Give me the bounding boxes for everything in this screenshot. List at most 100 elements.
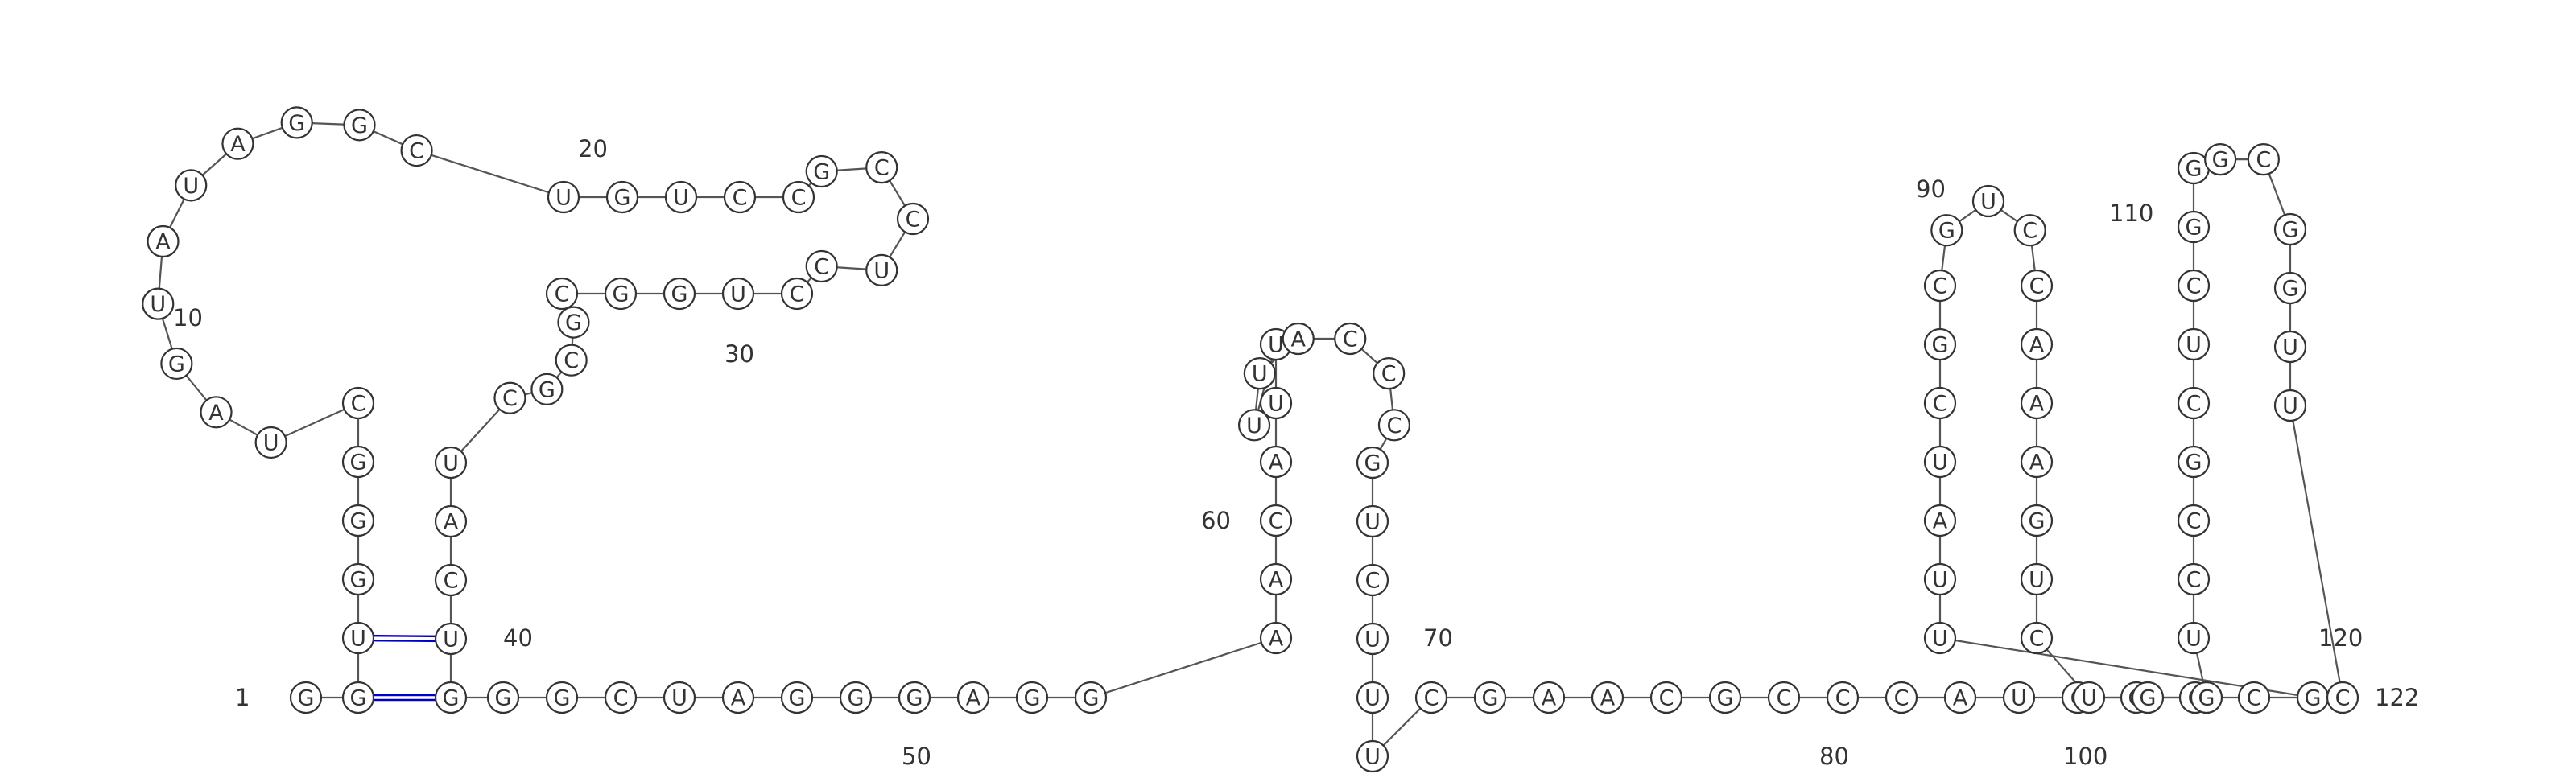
nucleotide-letter: U bbox=[1268, 333, 1284, 358]
nucleotide-letter: A bbox=[2029, 392, 2045, 417]
nucleotide-circle bbox=[2177, 269, 2211, 303]
nucleotide: U bbox=[721, 277, 755, 311]
nucleotide-letter: C bbox=[2022, 219, 2037, 244]
nucleotide: A bbox=[1259, 445, 1293, 479]
nucleotide-letter: U bbox=[1364, 510, 1381, 535]
position-number: 30 bbox=[724, 340, 754, 368]
nucleotide-letter: U bbox=[443, 628, 459, 652]
nucleotide-circle bbox=[493, 381, 526, 414]
nucleotide: G bbox=[289, 681, 323, 714]
nucleotide-circle bbox=[434, 446, 468, 480]
nucleotide-letter: G bbox=[2186, 157, 2202, 182]
position-number: 60 bbox=[1201, 507, 1231, 534]
nucleotide-circle bbox=[2177, 562, 2211, 596]
nucleotide-circle bbox=[1237, 409, 1271, 442]
nucleotide-letter: A bbox=[731, 686, 746, 711]
nucleotide: U bbox=[1356, 504, 1389, 538]
nucleotide-circle bbox=[341, 562, 375, 596]
nucleotide-letter: U bbox=[1364, 745, 1381, 770]
nucleotide: C bbox=[896, 202, 930, 236]
nucleotide: G bbox=[343, 109, 376, 142]
nucleotide-letter: A bbox=[155, 230, 171, 255]
nucleotide-circle bbox=[341, 386, 375, 420]
nucleotide-letter: A bbox=[1933, 509, 1948, 534]
position-number: 40 bbox=[503, 624, 533, 652]
nucleotide-circle bbox=[1971, 184, 2005, 218]
nucleotide: U bbox=[1237, 409, 1271, 442]
nucleotide-letter: U bbox=[1932, 568, 1948, 593]
nucleotide-circle bbox=[2204, 143, 2237, 176]
nucleotide: U bbox=[142, 287, 175, 320]
nucleotide: C bbox=[545, 277, 579, 311]
nucleotide-circle bbox=[723, 180, 757, 214]
nucleotide-letter: C bbox=[814, 254, 829, 279]
nucleotide: C bbox=[2177, 504, 2211, 537]
nucleotide-circle bbox=[1414, 681, 1448, 714]
nucleotide-letter: C bbox=[1777, 686, 1792, 711]
nucleotide-circle bbox=[289, 681, 323, 714]
nucleotide: U bbox=[1971, 184, 2005, 218]
nucleotide-circle bbox=[2020, 562, 2054, 596]
nucleotide-circle bbox=[2177, 327, 2211, 361]
nucleotide-letter: G bbox=[1932, 333, 1949, 358]
nucleotide-letter: C bbox=[2335, 686, 2351, 711]
nucleotide-letter: G bbox=[1938, 219, 1955, 244]
nucleotide-circle bbox=[1923, 445, 1957, 479]
nucleotide-letter: G bbox=[554, 686, 571, 711]
nucleotide-circle bbox=[2190, 681, 2223, 714]
nucleotide: A bbox=[1259, 621, 1293, 655]
nucleotide-letter: G bbox=[2198, 686, 2215, 711]
nucleotide: G bbox=[2020, 504, 2054, 537]
nucleotide-letter: G bbox=[789, 686, 806, 711]
nucleotide-letter: U bbox=[2029, 568, 2045, 593]
nucleotide: G bbox=[839, 681, 873, 714]
nucleotide: G bbox=[605, 180, 639, 214]
nucleotide-letter: G bbox=[2282, 218, 2299, 243]
position-number: 20 bbox=[578, 135, 608, 163]
nucleotide-circle bbox=[1473, 681, 1507, 714]
nucleotide-circle bbox=[547, 180, 580, 214]
nucleotide-circle bbox=[2247, 143, 2280, 176]
nucleotide-letter: U bbox=[730, 282, 746, 307]
nucleotide-letter: G bbox=[443, 686, 460, 711]
nucleotide-letter: C bbox=[2186, 392, 2202, 417]
nucleotide-circle bbox=[486, 681, 520, 714]
nucleotide-letter: C bbox=[733, 186, 748, 211]
nucleotide: C bbox=[1826, 681, 1860, 714]
nucleotide: C bbox=[723, 180, 757, 214]
nucleotide-letter: C bbox=[790, 282, 805, 307]
nucleotide-circle bbox=[1356, 622, 1389, 656]
nucleotide-letter: G bbox=[565, 311, 582, 335]
nucleotide-circle bbox=[1708, 681, 1742, 714]
nucleotide-letter: A bbox=[1269, 568, 1284, 593]
nucleotide-letter: C bbox=[2029, 627, 2045, 652]
nucleotide-circle bbox=[1356, 739, 1389, 773]
nucleotide-circle bbox=[604, 277, 638, 311]
nucleotide: G bbox=[2204, 143, 2237, 176]
nucleotide-circle bbox=[780, 681, 814, 714]
nucleotide-circle bbox=[341, 504, 375, 537]
nucleotide-letter: U bbox=[1932, 627, 1948, 652]
nucleotide-circle bbox=[341, 621, 375, 655]
nucleotide-letter: U bbox=[263, 430, 279, 455]
nucleotide-circle bbox=[2013, 214, 2046, 247]
nucleotide: C bbox=[2326, 681, 2359, 714]
nucleotide: C bbox=[1414, 681, 1448, 714]
nucleotide-circle bbox=[1923, 562, 1957, 596]
nucleotide-letter: U bbox=[1246, 414, 1262, 438]
nucleotide-circle bbox=[1591, 681, 1624, 714]
nucleotide-letter: C bbox=[1835, 686, 1851, 711]
nucleotide-circle bbox=[1259, 562, 1293, 596]
nucleotide-circle bbox=[1885, 681, 1918, 714]
nucleotide: C bbox=[1334, 322, 1367, 356]
nucleotide-letter: U bbox=[1932, 451, 1948, 475]
nucleotide: G bbox=[280, 106, 313, 139]
nucleotide: C bbox=[780, 277, 814, 311]
nucleotide: C bbox=[1923, 269, 1957, 303]
nucleotide-circle bbox=[200, 396, 233, 429]
nucleotide-letter: C bbox=[351, 392, 366, 417]
backbone-segment bbox=[1090, 636, 1277, 699]
